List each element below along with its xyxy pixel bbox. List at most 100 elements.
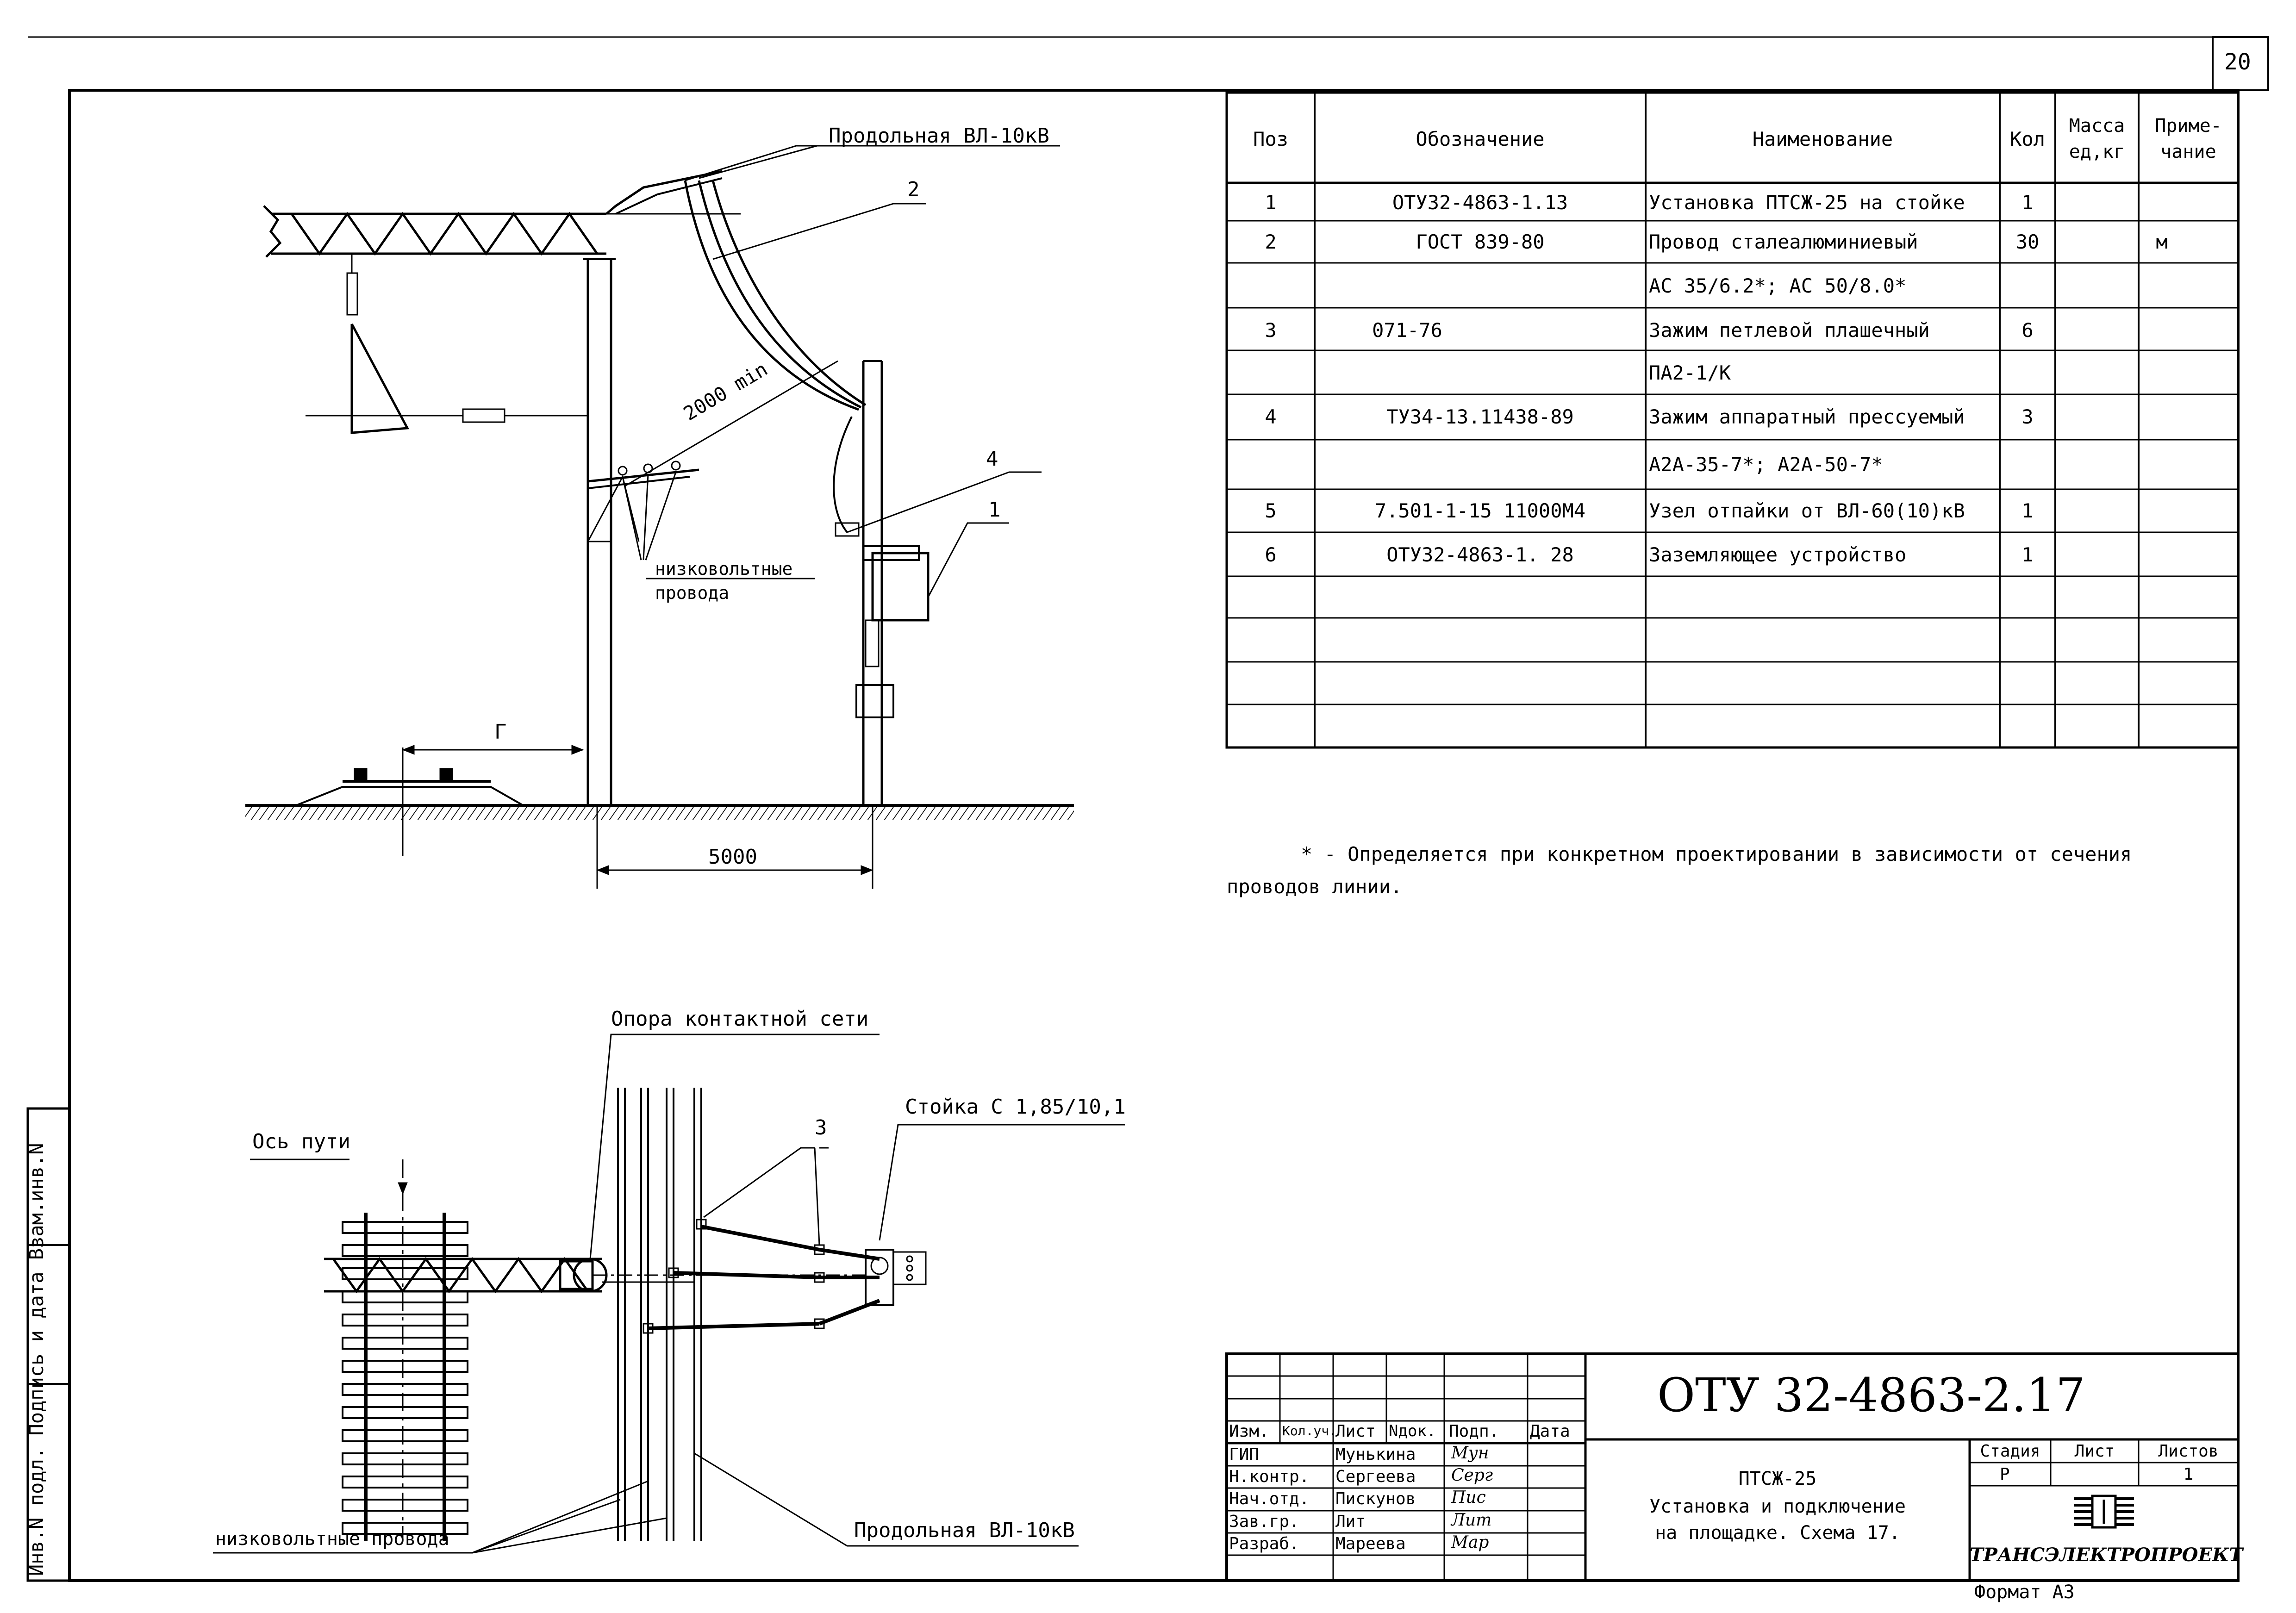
side-stamp: Инв.N подл. Подпись и дата Взам.инв.N [25, 1143, 48, 1576]
tb-title-line-2: на площадке. Схема 17. [1655, 1522, 1900, 1544]
spec-row-name: Зажим аппаратный прессуемый [1649, 405, 1965, 428]
spec-row-qty: 1 [2021, 499, 2034, 522]
plan-vertical-wires [617, 1088, 702, 1541]
label-low-voltage-1: низковольтные [655, 559, 793, 579]
title-block-grid [1225, 1352, 2240, 1582]
footnote-line-2: проводов линии. [1227, 875, 1403, 898]
spec-row-note: м [2156, 230, 2168, 253]
tb-signature: Серг [1451, 1466, 1493, 1485]
tb-stage-value: Р [2000, 1465, 2010, 1484]
elevation-view [245, 145, 1074, 889]
spec-row-name: А2А-35-7*; А2А-50-7* [1649, 453, 1883, 476]
spec-row-pos: 5 [1265, 499, 1277, 522]
tb-col-izm: Изм. [1229, 1422, 1269, 1441]
tb-sheet-label: Лист [2074, 1442, 2115, 1461]
tb-signature: Лит [1451, 1511, 1492, 1530]
spec-row-name: Заземляющее устройство [1649, 543, 1907, 566]
spec-header-mass-1: Масса [2069, 115, 2125, 137]
label-track-axis: Ось пути [252, 1130, 350, 1153]
spec-header-note-2: чание [2160, 141, 2216, 162]
spec-row-name: АС 35/6.2*; АС 50/8.0* [1649, 274, 1907, 297]
tb-organization: ТРАНСЭЛЕКТРОПРОЕКТ [1970, 1544, 2243, 1566]
spec-row-name: Зажим петлевой плашечный [1649, 319, 1930, 342]
dimension-5000: 5000 [708, 845, 757, 869]
label-low-voltage-2: провода [655, 583, 730, 603]
tb-col-podp: Подп. [1449, 1422, 1499, 1441]
spec-header-pos: Поз [1253, 128, 1288, 150]
tb-col-data: Дата [1530, 1422, 1570, 1441]
tb-title-line-1: Установка и подключение [1649, 1496, 1906, 1517]
spec-row-designation: ГОСТ 839-80 [1416, 230, 1545, 253]
tb-sheets-value: 1 [2183, 1465, 2194, 1484]
tb-product: ПТСЖ-25 [1738, 1468, 1817, 1489]
spec-row-pos: 2 [1265, 230, 1277, 253]
spec-row-qty: 3 [2021, 405, 2034, 428]
label-longitudinal-line-top: Продольная ВЛ-10кВ [829, 124, 1049, 148]
tb-role: Разраб. [1229, 1534, 1299, 1553]
label-low-voltage-plan: низковольтные провода [215, 1528, 449, 1550]
tb-name: Пискунов [1335, 1489, 1416, 1508]
label-post: Стойка С 1,85/10,1 [905, 1095, 1126, 1119]
tb-role: Зав.гр. [1229, 1512, 1299, 1531]
footnote-line-1: * - Определяется при конкретном проектир… [1301, 843, 2132, 866]
spec-row-designation: 7.501-1-15 11000М4 [1374, 499, 1586, 522]
tb-stage-label: Стадия [1980, 1442, 2040, 1461]
spec-row-designation: 071-76 [1372, 319, 1442, 342]
tb-name: Мунькина [1335, 1445, 1416, 1464]
tb-role: Нач.отд. [1229, 1489, 1310, 1508]
spec-row-name: ПА2-1/К [1649, 361, 1731, 384]
spec-row-qty: 1 [2021, 191, 2034, 214]
transformer-post [833, 360, 930, 805]
label-longitudinal-line-plan: Продольная ВЛ-10кВ [854, 1519, 1075, 1542]
label-position-3: 3 [815, 1116, 827, 1140]
spec-row-designation: ОТУ32-4863-1. 28 [1386, 543, 1574, 566]
spec-row-name: Провод сталеалюминиевый [1649, 230, 1918, 253]
spec-row-pos: 6 [1265, 543, 1277, 566]
tb-name: Мареева [1335, 1534, 1406, 1553]
spec-row-qty: 6 [2021, 319, 2034, 342]
spec-row-qty: 30 [2015, 230, 2040, 253]
sheet-number: 20 [2224, 49, 2251, 75]
spec-header-qty: Кол [2010, 128, 2045, 150]
spec-header-mass-2: ед,кг [2069, 141, 2125, 162]
tb-signature: Мун [1451, 1444, 1489, 1463]
label-position-2: 2 [907, 178, 920, 201]
tb-signature: Пис [1451, 1488, 1486, 1507]
plan-branch-wires [648, 1225, 880, 1330]
tb-col-list: Лист [1335, 1422, 1376, 1441]
format-label: Формат А3 [1974, 1582, 2075, 1603]
hv-wires [684, 180, 867, 411]
spec-row-qty: 1 [2021, 543, 2034, 566]
sheet-frame [26, 36, 2269, 1582]
tb-name: Сергеева [1335, 1467, 1416, 1486]
label-position-4: 4 [986, 447, 998, 471]
tb-name: Лит [1335, 1512, 1366, 1531]
tb-sheets-label: Листов [2158, 1442, 2219, 1461]
spec-row-name: Установка ПТСЖ-25 на стойке [1649, 191, 1965, 214]
truss-girder [263, 205, 606, 258]
tb-col-kol: Кол.уч. [1282, 1423, 1337, 1439]
spec-row-pos: 3 [1265, 319, 1277, 342]
plan-view [213, 1034, 1125, 1554]
spec-row-pos: 4 [1265, 405, 1277, 428]
spec-row-designation: ТУ34-13.11438-89 [1386, 405, 1574, 428]
spec-table-grid [1225, 91, 2240, 749]
tb-signature: Мар [1451, 1533, 1489, 1552]
tb-col-ndok: Nдок. [1389, 1422, 1436, 1440]
spec-header-designation: Обозначение [1416, 128, 1545, 150]
document-code: ОТУ 32-4863-2.17 [1657, 1368, 2085, 1422]
spec-header-name: Наименование [1752, 128, 1893, 150]
spec-row-designation: ОТУ32-4863-1.13 [1392, 191, 1568, 214]
tb-role: Н.контр. [1229, 1467, 1310, 1486]
spec-row-pos: 1 [1265, 191, 1277, 214]
company-logo [2074, 1495, 2134, 1529]
tb-role: ГИП [1229, 1445, 1260, 1464]
track-sleepers [342, 1221, 468, 1535]
spec-row-name: Узел отпайки от ВЛ-60(10)кВ [1649, 499, 1965, 522]
label-contact-support: Опора контактной сети [611, 1007, 869, 1031]
dimension-g: Г [494, 720, 507, 744]
spec-header-note-1: Приме- [2155, 115, 2222, 137]
label-position-1: 1 [988, 498, 1001, 522]
